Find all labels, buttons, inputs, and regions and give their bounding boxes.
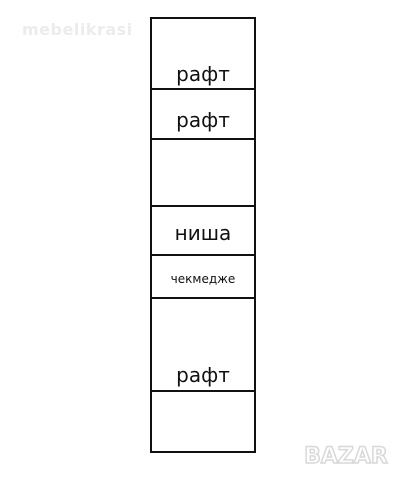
bazar-watermark-text: BAZAR (304, 444, 388, 469)
wardrobe-frame: рафт рафт ниша чекмедже рафт (150, 17, 256, 453)
shelf-divider-3 (152, 205, 254, 207)
bazar-watermark-logo: BAZAR (303, 443, 388, 470)
shelf-divider-1 (152, 88, 254, 90)
shelf-divider-5 (152, 297, 254, 299)
compartment-6-label: рафт (176, 363, 230, 387)
compartment-5-label: чекмедже (170, 272, 236, 286)
shelf-divider-6 (152, 390, 254, 392)
compartment-2-label: рафт (176, 108, 230, 132)
shelf-divider-2 (152, 138, 254, 140)
watermark-top-text: mebelikrasi (22, 20, 133, 39)
compartment-1-label: рафт (176, 62, 230, 86)
shelf-divider-4 (152, 254, 254, 256)
compartment-4-label: ниша (174, 221, 232, 245)
